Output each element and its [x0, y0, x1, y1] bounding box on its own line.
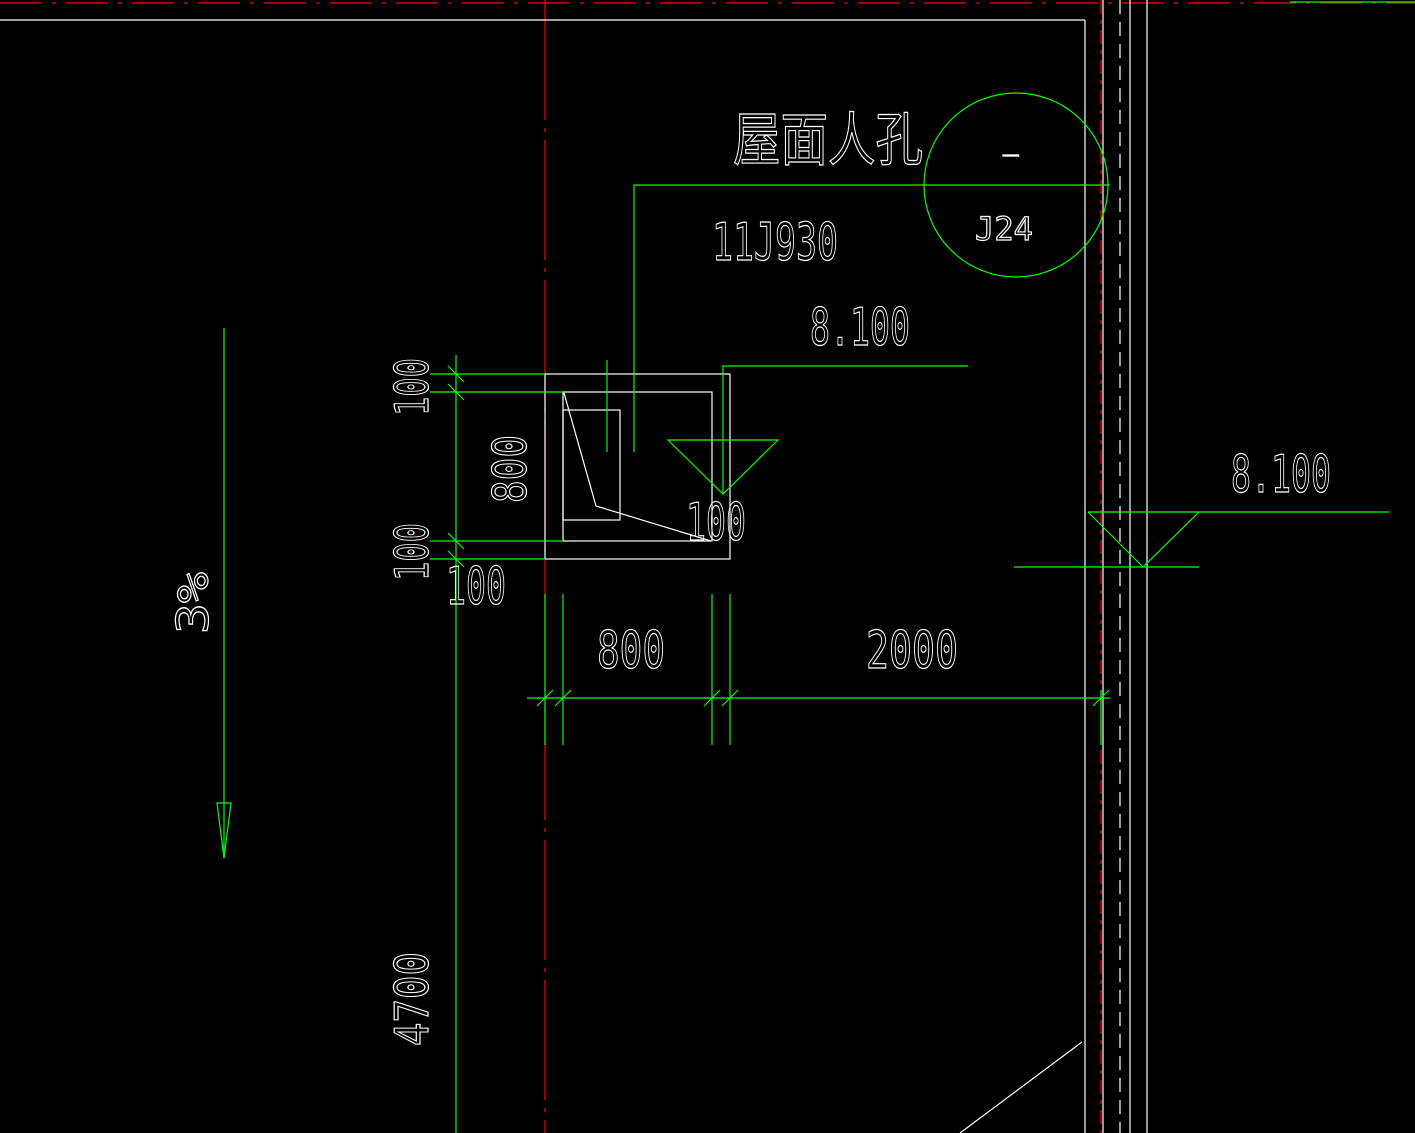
atlas-code-label: 11J930: [712, 213, 838, 273]
title-label: 屋面人孔: [733, 106, 923, 174]
dim-tick-730: [721, 689, 739, 707]
wall-lines: [0, 0, 1148, 1133]
dim-tick-1101: [1092, 689, 1110, 707]
hatch-ladder-marker: [563, 392, 712, 542]
bottom-distance-dimension: 2000: [866, 621, 958, 681]
elevation-leader-right: [1087, 511, 1389, 568]
dim-tick-559: [447, 550, 465, 568]
dim-tick-374: [447, 365, 465, 383]
hatch-cover: [562, 409, 621, 521]
left-bottom-offset-dimension: 100: [385, 523, 439, 581]
dim-tick-563: [554, 689, 572, 707]
elevation-triangle-upper: [666, 439, 780, 495]
detail-index-circle: [923, 92, 1109, 278]
slope-arrowhead: [216, 802, 232, 859]
detail-leader-line: [633, 184, 1110, 452]
roof-hatch: [544, 373, 731, 560]
dim-tick-392: [447, 383, 465, 401]
detail-ref-top: _: [1003, 127, 1019, 157]
dim-tick-712: [703, 689, 721, 707]
slope-label: 3%: [168, 572, 219, 634]
dim-tick-545: [536, 689, 554, 707]
detail-ref-bottom: J24: [975, 210, 1033, 248]
hatch-outer-curb: [544, 373, 731, 560]
bottom-opening-dimension: 800: [597, 621, 665, 681]
inner-offset-dimension: 100: [446, 557, 506, 617]
stair-slope-line: [959, 1041, 1083, 1133]
dim-tick-541: [447, 532, 465, 550]
text-labels: 屋面人孔 _ J24 11J930 8.100 8.100 100 100 80…: [167, 105, 1331, 1046]
elevation-right-label: 8.100: [1231, 445, 1331, 505]
left-top-offset-dimension: 100: [385, 358, 439, 416]
left-total-dimension: 4700: [385, 952, 439, 1046]
annotation-lines: [216, 92, 1389, 1133]
left-opening-dimension: 800: [483, 435, 537, 503]
inner-vertical-dimension: 100: [686, 493, 746, 553]
elevation-leader-upper: [722, 365, 968, 494]
elevation-upper-label: 8.100: [810, 298, 910, 358]
